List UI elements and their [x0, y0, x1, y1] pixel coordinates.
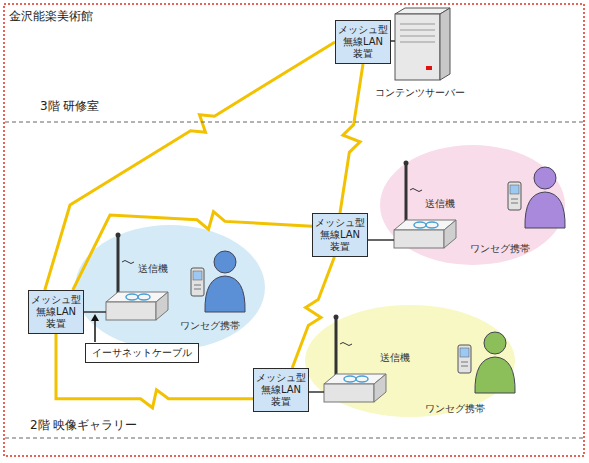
mesh-lan-box: メッシュ型 無線LAN 装置	[28, 290, 84, 334]
ellipse-fill	[75, 225, 265, 350]
pointer-arrow	[94, 320, 96, 342]
coverage-ellipse: 送信機ワンセグ携帯	[380, 145, 565, 265]
cable	[368, 239, 394, 241]
mesh-lan-box: メッシュ型 無線LAN 装置	[253, 368, 309, 412]
box-text: メッシュ型 無線LAN 装置	[31, 294, 81, 330]
device-label: 送信機	[425, 198, 455, 210]
floor-divider	[5, 438, 584, 439]
phone-label: ワンセグ携帯	[180, 320, 240, 332]
phone-label: ワンセグ携帯	[470, 243, 530, 255]
phone-label: ワンセグ携帯	[425, 403, 485, 415]
device-label: 送信機	[138, 263, 168, 275]
phone-icon	[458, 345, 471, 373]
server-icon	[391, 8, 450, 80]
coverage-ellipse: 送信機ワンセグ携帯	[305, 305, 515, 417]
callout-box: イーサネットケーブル	[85, 343, 199, 363]
floor-label: 2階 映像ギャラリー	[30, 417, 137, 434]
phone-icon	[191, 268, 204, 296]
wireless-link	[56, 334, 253, 408]
floor-label: 3階 研修室	[40, 98, 99, 115]
building-border	[4, 4, 584, 456]
cable	[309, 391, 324, 393]
box-text: メッシュ型 無線LAN 装置	[256, 372, 306, 408]
ethernet-cable	[84, 311, 106, 313]
mesh-lan-box: メッシュ型 無線LAN 装置	[312, 213, 368, 257]
mesh-lan-box: メッシュ型 無線LAN 装置	[335, 20, 391, 64]
phone-icon	[508, 182, 521, 210]
ellipse-fill	[380, 145, 565, 265]
box-text: メッシュ型 無線LAN 装置	[338, 24, 388, 60]
ellipse-shape	[305, 305, 515, 417]
box-text: イーサネットケーブル	[92, 347, 192, 358]
ellipse-shape	[75, 225, 265, 350]
coverage-ellipse: 送信機ワンセグ携帯	[75, 225, 265, 350]
device-label: 送信機	[380, 352, 410, 364]
server-label: コンテンツサーバー	[375, 86, 465, 100]
ellipse-fill	[305, 305, 515, 417]
box-text: メッシュ型 無線LAN 装置	[315, 217, 365, 253]
floor-divider	[5, 122, 584, 123]
diagram-title: 金沢能楽美術館	[9, 8, 93, 25]
wireless-link	[340, 64, 363, 213]
